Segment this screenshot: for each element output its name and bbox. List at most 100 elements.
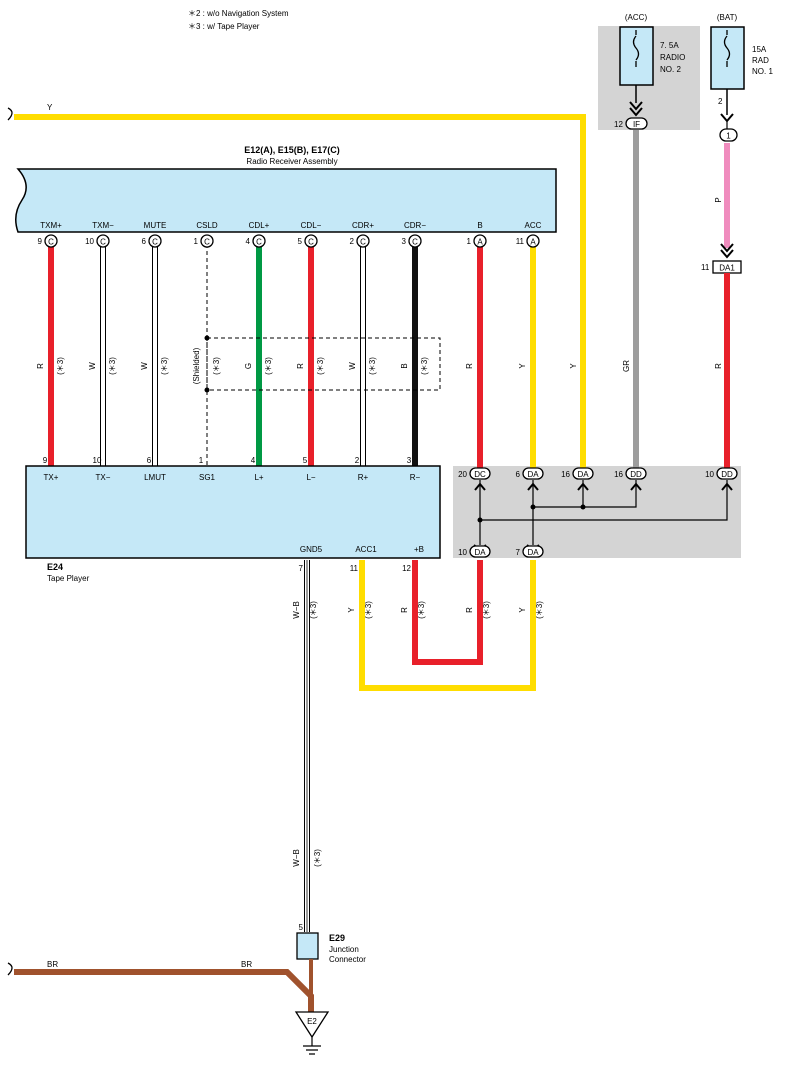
receiver-connector-id: C: [152, 238, 158, 247]
connector-circle: [408, 234, 422, 248]
junction-connector-box: [296, 932, 319, 960]
tape-pin-label: GND5: [300, 545, 323, 554]
receiver-pin-number: 2: [350, 237, 355, 246]
inline-connector-1-label: 1: [726, 132, 731, 141]
receiver-pin-label: CDL−: [301, 221, 322, 230]
receiver-pin-number: 11: [516, 237, 525, 246]
receiver-connector-id: C: [360, 238, 366, 247]
connector-circle: [356, 234, 370, 248]
tape-pin-label: LMUT: [144, 473, 166, 482]
wire-color-label: R: [36, 363, 45, 369]
connector-if-label: IF: [633, 120, 640, 129]
wire-color-label: Y: [569, 363, 578, 369]
tape-pin-number: 4: [251, 456, 256, 465]
wire-note-label: (＊3): [420, 357, 429, 375]
tape-pin-number: 9: [43, 456, 48, 465]
wire-r-b-loop: [412, 560, 483, 665]
receiver-pin-label: CSLD: [196, 221, 218, 230]
junction-pin-number: 20: [458, 470, 467, 479]
acc-fuse-box: [619, 26, 654, 86]
tape-pin-number: 10: [93, 456, 102, 465]
wire-note-label: (＊3): [535, 601, 544, 619]
receiver-pin-label: MUTE: [144, 221, 167, 230]
connector-circle: [200, 234, 214, 248]
receiver-pin-label: CDL+: [249, 221, 270, 230]
bat-fuse-rating: 15A: [752, 45, 767, 54]
junction-connector-id: DA: [474, 548, 486, 557]
shield-box: [206, 337, 441, 391]
bat-fuse-name: RAD: [752, 56, 769, 65]
junction-connector: [469, 545, 491, 558]
receiver-pin-number: 3: [402, 237, 407, 246]
junction-internal-wiring: [479, 480, 728, 545]
wire-note-label: (＊3): [309, 601, 318, 619]
e29-name-2: Connector: [329, 955, 366, 964]
wire-note-label: (＊3): [364, 601, 373, 619]
tape-pin-number: 6: [147, 456, 152, 465]
tape-player-box: [25, 465, 441, 559]
connector-circle: [96, 234, 110, 248]
wire-y-top: [14, 114, 586, 468]
wire-color-label: B: [400, 363, 409, 368]
receiver-box: [15, 168, 557, 233]
wire-note-label: (＊3): [160, 357, 169, 375]
tape-pin-label: R+: [358, 473, 369, 482]
wire-y-top-label: Y: [47, 103, 53, 112]
wire-note-label: (＊3): [316, 357, 325, 375]
wire-color-label: W: [140, 362, 149, 370]
tape-pin-number: 1: [199, 456, 204, 465]
bat-fuse-pin: 2: [718, 97, 723, 106]
wire-color-label: R: [465, 363, 474, 369]
tape-pin-number: 7: [299, 564, 304, 573]
wire-note-label: (＊3): [56, 357, 65, 375]
wire-color-label: R: [714, 363, 723, 369]
tape-pin-number: 3: [407, 456, 412, 465]
tape-pin-label: L+: [254, 473, 263, 482]
wire-br-label: BR: [47, 960, 58, 969]
receiver-pin-label: CDR−: [404, 221, 426, 230]
receiver-connector-id: A: [530, 238, 536, 247]
wire-break-icon: [7, 962, 13, 976]
connector-arrow-icon: [720, 113, 734, 123]
junction-connector-id: DC: [474, 470, 486, 479]
junction-pin-number: 10: [705, 470, 714, 479]
tape-player-name: Tape Player: [47, 574, 90, 583]
junction-connector-id: DD: [721, 470, 733, 479]
junction-pin-number: 6: [516, 470, 521, 479]
receiver-pin-label: ACC: [525, 221, 542, 230]
junction-connector: [522, 467, 544, 480]
junction-pin-number: 7: [516, 548, 521, 557]
acc-fuse-name: RADIO: [660, 53, 685, 62]
receiver-connector-id: C: [308, 238, 314, 247]
tape-pin-label: TX−: [96, 473, 111, 482]
junction-connector-id: DA: [527, 548, 539, 557]
wire-note-label: (＊3): [264, 357, 273, 375]
receiver-connector-id: C: [256, 238, 262, 247]
lower-wire-labels: W−B(＊3)Y(＊3)R(＊3)R(＊3)Y(＊3)W−B(＊3): [292, 601, 544, 867]
acc-fuse-header: (ACC): [625, 13, 648, 22]
ground-icon: [303, 1037, 321, 1055]
wire-note-label: (＊3): [313, 849, 322, 867]
receiver-pin-number: 9: [38, 237, 43, 246]
connector-arrow-icon: [629, 101, 643, 117]
connector-circle: [148, 234, 162, 248]
receiver-pin-label: B: [477, 221, 482, 230]
connector-if: [625, 117, 648, 130]
wire-color-label: W−B: [292, 601, 301, 619]
acc-fuse-pin: 12: [614, 120, 623, 129]
wire-note-label: (＊3): [417, 601, 426, 619]
junction-connector: [572, 467, 594, 480]
receiver-pin-number: 6: [142, 237, 147, 246]
wire-color-label: W: [88, 362, 97, 370]
e29-name: Junction: [329, 945, 359, 954]
wire-br: [14, 969, 314, 1012]
da1-pin: 11: [701, 263, 710, 272]
bat-fuse-header: (BAT): [717, 13, 738, 22]
note-navigation: ＊2 : w/o Navigation System: [188, 9, 289, 18]
ground-triangle: [294, 1011, 330, 1039]
receiver-connector-id: C: [412, 238, 418, 247]
e29-code: E29: [329, 933, 345, 943]
tape-player-code: E24: [47, 562, 63, 572]
